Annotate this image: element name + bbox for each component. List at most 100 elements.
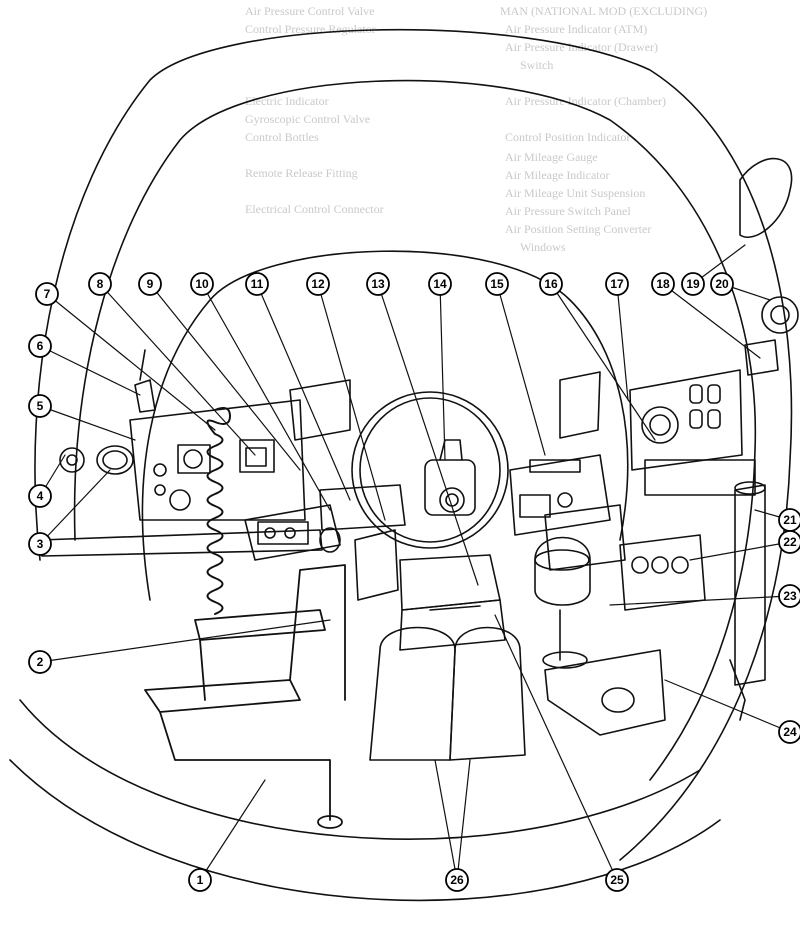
- callout-1: 1: [188, 868, 212, 892]
- callout-2: 2: [28, 650, 52, 674]
- callout-circle: [366, 272, 390, 296]
- leader-line: [39, 619, 331, 663]
- callout-22: 22: [778, 530, 800, 554]
- bleed-line: Control Pressure Regulator: [245, 22, 376, 36]
- callout-circle: [190, 272, 214, 296]
- callout-17: 17: [605, 272, 629, 296]
- callout-number: 12: [311, 277, 325, 291]
- bleed-line: Control Bottles: [245, 130, 319, 144]
- callout-6: 6: [28, 334, 52, 358]
- callout-number: 14: [433, 277, 447, 291]
- bleed-line: Air Pressure Indicator (ATM): [505, 22, 648, 36]
- callout-number: 16: [544, 277, 558, 291]
- callout-circle: [188, 868, 212, 892]
- callout-4: 4: [28, 484, 52, 508]
- leader-line: [199, 779, 266, 881]
- leader-line: [664, 679, 791, 733]
- callout-circle: [28, 394, 52, 418]
- callout-number: 15: [490, 277, 504, 291]
- leader-line: [550, 283, 656, 441]
- callout-7: 7: [35, 282, 59, 306]
- callout-12: 12: [306, 272, 330, 296]
- capsule-shell: [9, 28, 793, 902]
- bleed-line: Windows: [520, 240, 566, 254]
- leader-line: [39, 345, 141, 396]
- vertical-cylinder: [729, 481, 766, 721]
- callout-circle: [485, 272, 509, 296]
- callout-19: 19: [681, 272, 705, 296]
- bleed-line: Air Mileage Indicator: [505, 168, 610, 182]
- callout-circle: [539, 272, 563, 296]
- coiled-cord: [206, 407, 231, 615]
- callout-number: 25: [610, 873, 624, 887]
- callout-circle: [428, 272, 452, 296]
- callout-number: 2: [37, 655, 44, 669]
- callout-10: 10: [190, 272, 214, 296]
- leader-line: [256, 283, 351, 501]
- callout-26: 26: [445, 868, 469, 892]
- callout-circle: [306, 272, 330, 296]
- leader-line: [39, 405, 136, 441]
- leader-line: [99, 283, 256, 456]
- wall-connector: [59, 445, 134, 475]
- callout-circle: [605, 868, 629, 892]
- callout-circle: [28, 650, 52, 674]
- callout-circle: [681, 272, 705, 296]
- callout-number: 4: [37, 489, 44, 503]
- callout-number: 7: [44, 287, 51, 301]
- rear-hatch: [289, 371, 601, 549]
- leader-line: [494, 614, 618, 881]
- callout-5: 5: [28, 394, 52, 418]
- callout-circle: [88, 272, 112, 296]
- callout-number: 13: [371, 277, 385, 291]
- callout-number: 21: [783, 513, 797, 527]
- callout-number: 22: [783, 535, 797, 549]
- leader-line: [317, 283, 386, 521]
- crew-couch: [369, 554, 526, 761]
- callout-circle: [245, 272, 269, 296]
- callout-number: 17: [610, 277, 624, 291]
- callout-18: 18: [651, 272, 675, 296]
- callout-3: 3: [28, 532, 52, 556]
- callout-number: 26: [450, 873, 464, 887]
- leader-line: [377, 283, 479, 586]
- callout-circle: [651, 272, 675, 296]
- leader-line: [662, 283, 761, 359]
- callout-16: 16: [539, 272, 563, 296]
- callout-15: 15: [485, 272, 509, 296]
- callout-number: 19: [686, 277, 700, 291]
- callout-circle: [28, 334, 52, 358]
- valve-pedestal: [534, 536, 666, 736]
- callout-21: 21: [778, 508, 800, 532]
- bleed-line: Remote Release Fitting: [245, 166, 358, 180]
- callout-number: 8: [97, 277, 104, 291]
- callout-number: 5: [37, 399, 44, 413]
- callout-circle: [605, 272, 629, 296]
- leader-line: [39, 469, 111, 545]
- callout-number: 6: [37, 339, 44, 353]
- callout-25: 25: [605, 868, 629, 892]
- bleed-line: Gyroscopic Control Valve: [245, 112, 371, 126]
- callout-number: 11: [251, 277, 264, 291]
- leader-line: [201, 283, 331, 511]
- bleed-line: Air Pressure Control Valve: [245, 4, 375, 18]
- callout-circle: [35, 282, 59, 306]
- bleed-line: Air Pressure Indicator (Chamber): [505, 94, 666, 108]
- callout-circle: [138, 272, 162, 296]
- leader-line: [456, 759, 471, 881]
- leader-line: [46, 293, 216, 431]
- callout-circle: [28, 484, 52, 508]
- bleed-line: Control Position Indicator: [505, 130, 631, 144]
- callout-circle: [778, 530, 800, 554]
- bleed-line: Electrical Control Connector: [245, 202, 384, 216]
- leader-line: [616, 283, 629, 401]
- left-instrument-panel: [129, 349, 306, 521]
- leader-line: [434, 759, 458, 881]
- callout-14: 14: [428, 272, 452, 296]
- callout-circle: [28, 532, 52, 556]
- leader-line: [439, 283, 446, 461]
- callout-number: 9: [147, 277, 154, 291]
